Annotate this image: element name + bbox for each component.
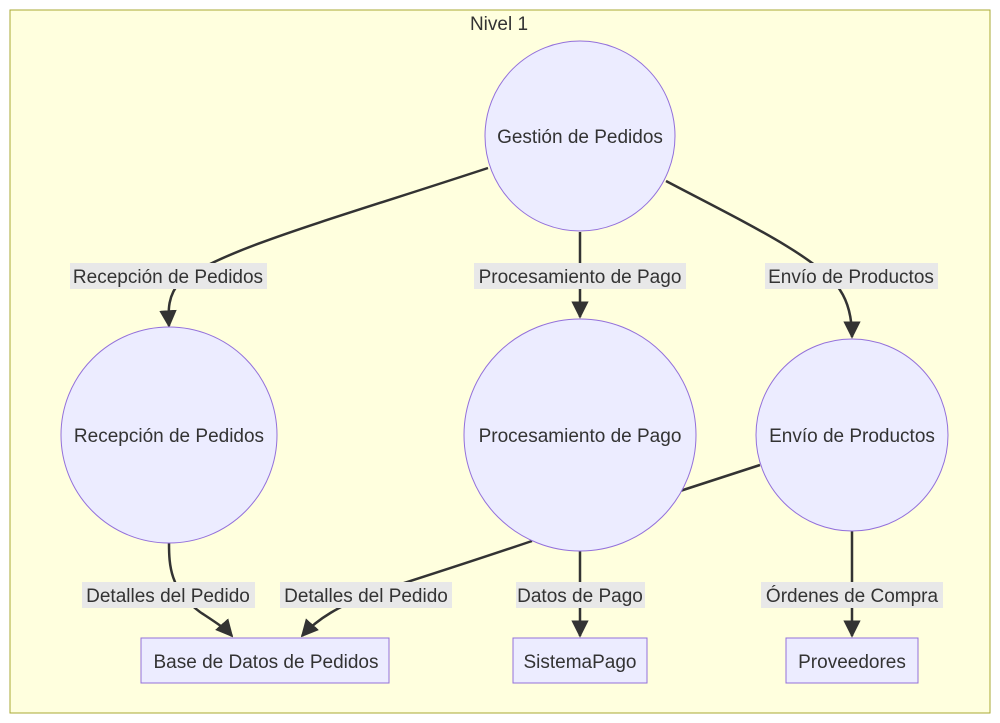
node-proveedores: Proveedores: [785, 637, 919, 684]
cluster-title: Nivel 1: [470, 14, 528, 35]
node-label: Procesamiento de Pago: [479, 426, 682, 447]
edge-label-text: Detalles del Pedido: [284, 586, 448, 607]
node-sistema-pago: SistemaPago: [512, 637, 648, 684]
node-envio-de-productos: Envío de Productos: [755, 338, 949, 532]
node-gestion-de-pedidos: Gestión de Pedidos: [484, 40, 676, 232]
edge-recepcion-bd: [167, 542, 234, 638]
edge-label-envio-de-productos: Envío de Productos: [765, 263, 938, 289]
edge-gestion-recepcion: [159, 166, 489, 328]
node-label: SistemaPago: [523, 652, 636, 673]
node-procesamiento-de-pago: Procesamiento de Pago: [463, 318, 697, 552]
edge-label-text: Órdenes de Compra: [766, 585, 939, 607]
edge-label-detalles-del-pedido-2: Detalles del Pedido: [280, 582, 452, 608]
node-label: Proveedores: [798, 652, 906, 673]
edge-label-text: Recepción de Pedidos: [73, 267, 263, 288]
edge-label-text: Envío de Productos: [768, 267, 934, 288]
node-label: Envío de Productos: [769, 426, 935, 447]
edge-label-text: Detalles del Pedido: [86, 586, 250, 607]
edge-label-procesamiento-de-pago: Procesamiento de Pago: [474, 263, 686, 289]
edge-label-text: Procesamiento de Pago: [479, 267, 682, 288]
node-base-de-datos-de-pedidos: Base de Datos de Pedidos: [140, 637, 390, 684]
node-label: Recepción de Pedidos: [74, 426, 264, 447]
edge-label-recepcion-de-pedidos: Recepción de Pedidos: [70, 263, 267, 289]
node-label: Gestión de Pedidos: [497, 127, 663, 148]
node-label: Base de Datos de Pedidos: [154, 652, 379, 673]
edge-label-ordenes-de-compra: Órdenes de Compra: [761, 582, 943, 608]
edge-label-detalles-del-pedido-1: Detalles del Pedido: [82, 582, 255, 608]
edge-label-datos-de-pago: Datos de Pago: [516, 582, 645, 608]
edge-label-text: Datos de Pago: [517, 586, 643, 607]
node-recepcion-de-pedidos: Recepción de Pedidos: [60, 326, 278, 544]
